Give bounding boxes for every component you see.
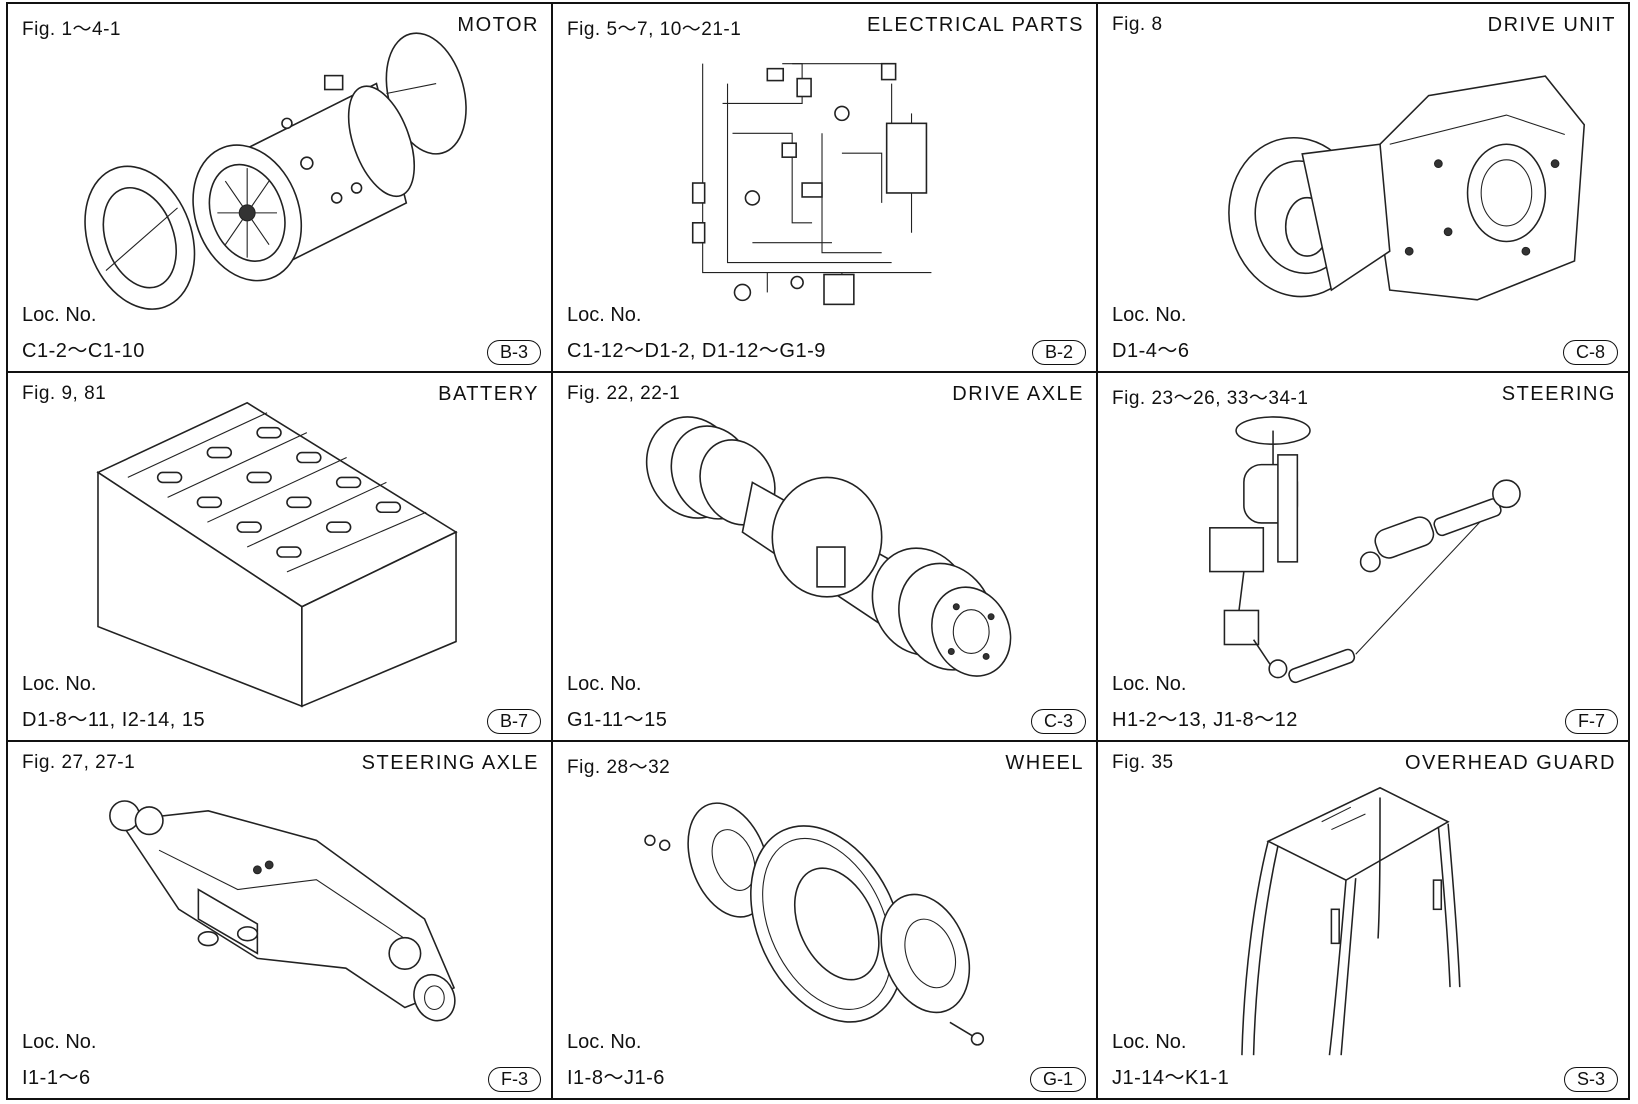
section-title: OVERHEAD GUARD (1404, 752, 1616, 774)
wheel-drawing (644, 802, 985, 1046)
figure-number: Fig. 28～32 (567, 757, 671, 778)
page-code-badge[interactable]: B-3 (486, 340, 541, 365)
section-title: BATTERY (438, 383, 539, 405)
loc-value: C1-12～D1-2, D1-12～G1-9 (567, 340, 826, 362)
figure-number: Fig. 27, 27-1 (22, 752, 136, 773)
loc-value: J1-14～K1-1 (1112, 1067, 1230, 1089)
steering-drawing (1209, 416, 1521, 684)
loc-value: D1-4～6 (1112, 340, 1190, 362)
figure-number: Fig. 1～4-1 (22, 19, 121, 40)
page-code-badge[interactable]: F-3 (488, 1067, 541, 1092)
page-code-badge[interactable]: B-2 (1031, 340, 1086, 365)
loc-label: Loc. No. (22, 304, 97, 326)
page-code-badge[interactable]: G-1 (1029, 1067, 1086, 1092)
battery-drawing (96, 401, 458, 708)
section-title: DRIVE AXLE (952, 383, 1084, 405)
page-code-badge[interactable]: F-7 (1565, 709, 1618, 734)
loc-value: I1-1～6 (22, 1067, 91, 1089)
section-title: STEERING AXLE (361, 752, 539, 774)
loc-label: Loc. No. (1112, 1031, 1187, 1053)
figure-number: Fig. 5～7, 10～21-1 (567, 19, 742, 40)
loc-label: Loc. No. (567, 1031, 642, 1053)
loc-label: Loc. No. (1112, 304, 1187, 326)
figure-number: Fig. 22, 22-1 (567, 383, 681, 404)
cell-drive-axle[interactable]: Fig. 22, 22-1 DRIVE AXLE Loc. No. G1-11～… (553, 373, 1098, 742)
section-title: STEERING (1501, 383, 1616, 405)
parts-index-grid: Fig. 1～4-1 MOTOR Loc. No. C1-2～C1-10 B-3 (6, 2, 1630, 1100)
cell-wheel[interactable]: Fig. 28～32 WHEEL Loc. No. I1-8～J1-6 G-1 (553, 742, 1098, 1098)
overhead-guard-drawing (1241, 786, 1461, 1056)
section-title: DRIVE UNIT (1487, 14, 1616, 36)
loc-label: Loc. No. (567, 304, 642, 326)
loc-label: Loc. No. (22, 673, 97, 695)
cell-drive-unit[interactable]: Fig. 8 DRIVE UNIT Loc. No. D1-4～6 C-8 (1098, 4, 1628, 373)
cell-battery[interactable]: Fig. 9, 81 BATTERY Loc. No. D1-8～11, I2-… (8, 373, 553, 742)
loc-value: D1-8～11, I2-14, 15 (22, 709, 206, 731)
loc-value: C1-2～C1-10 (22, 340, 145, 362)
loc-label: Loc. No. (1112, 673, 1187, 695)
loc-value: H1-2～13, J1-8～12 (1112, 709, 1298, 731)
page-code-badge[interactable]: C-3 (1030, 709, 1086, 734)
loc-label: Loc. No. (567, 673, 642, 695)
cell-steering[interactable]: Fig. 23～26, 33～34-1 STEERING Loc. No. H1… (1098, 373, 1628, 742)
page-code-badge[interactable]: B-7 (486, 709, 541, 734)
cell-steering-axle[interactable]: Fig. 27, 27-1 STEERING AXLE Loc. No. I1-… (8, 742, 553, 1098)
figure-number: Fig. 9, 81 (22, 383, 107, 404)
loc-value: G1-11～15 (567, 709, 668, 731)
section-title: ELECTRICAL PARTS (866, 14, 1084, 36)
section-title: WHEEL (1005, 752, 1084, 774)
loc-label: Loc. No. (22, 1031, 97, 1053)
steering-axle-drawing (109, 800, 456, 1022)
section-title: MOTOR (457, 14, 539, 36)
page-code-badge[interactable]: C-8 (1562, 340, 1618, 365)
figure-number: Fig. 8 (1112, 14, 1163, 35)
drive-axle-drawing (645, 416, 1012, 677)
cell-electrical-parts[interactable]: Fig. 5～7, 10～21-1 ELECTRICAL PARTS Loc. … (553, 4, 1098, 373)
figure-number: Fig. 23～26, 33～34-1 (1112, 388, 1309, 409)
page-code-badge[interactable]: S-3 (1563, 1067, 1618, 1092)
loc-value: I1-8～J1-6 (567, 1067, 665, 1089)
motor-drawing (84, 32, 467, 310)
drive-unit-drawing (1228, 75, 1586, 301)
figure-number: Fig. 35 (1112, 752, 1174, 773)
electrical-parts-drawing (691, 62, 932, 306)
cell-motor[interactable]: Fig. 1～4-1 MOTOR Loc. No. C1-2～C1-10 B-3 (8, 4, 553, 373)
cell-overhead-guard[interactable]: Fig. 35 OVERHEAD GUARD Loc. No. J1-14～K1… (1098, 742, 1628, 1098)
